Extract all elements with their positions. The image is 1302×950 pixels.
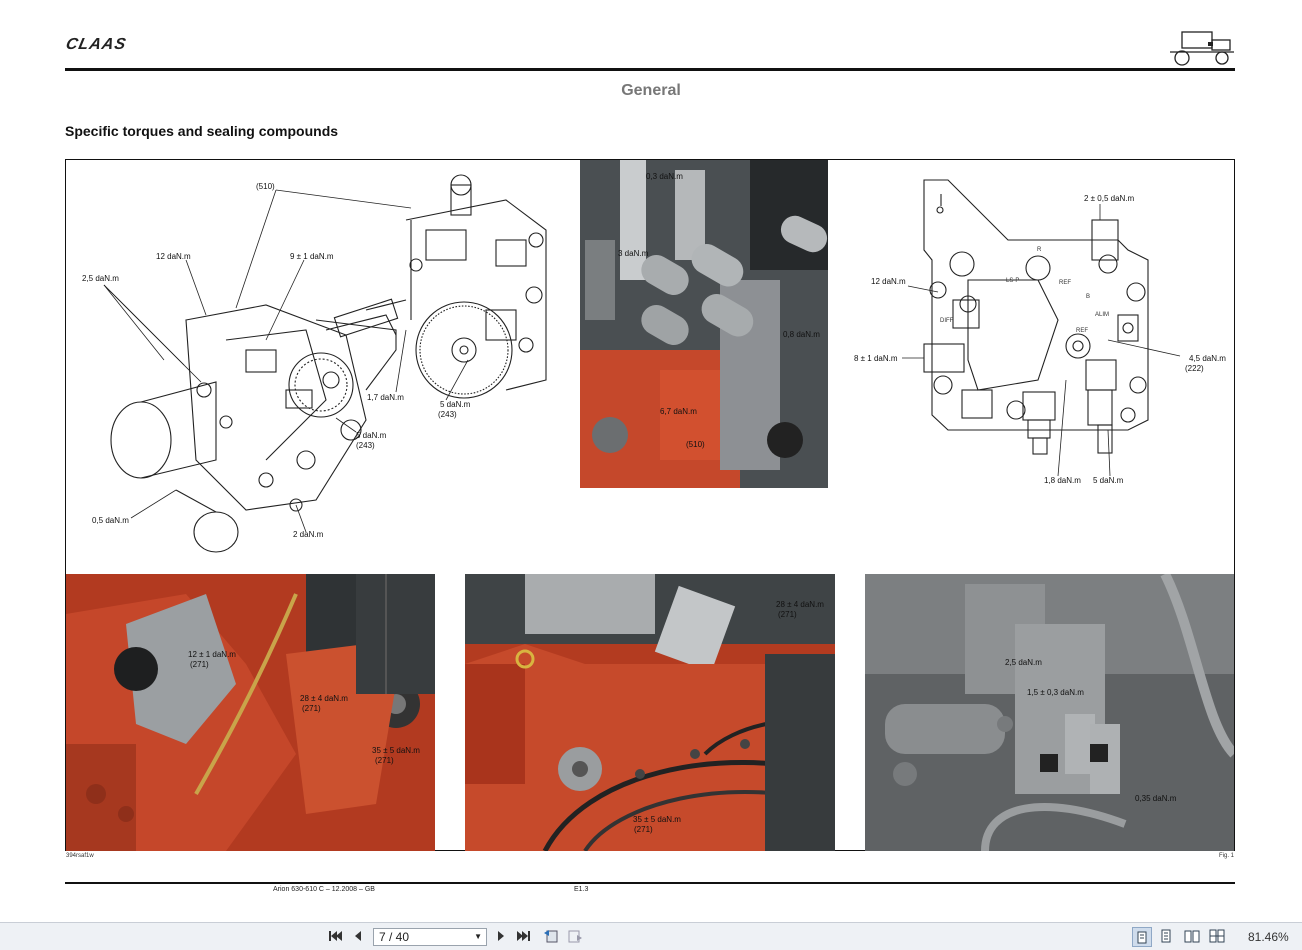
label-2-0-5-danm: 2 ± 0,5 daN.m xyxy=(1084,194,1135,203)
label-271-d: (271) xyxy=(778,610,797,619)
single-page-icon xyxy=(1137,931,1147,943)
last-page-icon xyxy=(517,931,530,941)
grey-valve-photo xyxy=(865,574,1234,851)
tractor-icon xyxy=(1170,31,1234,66)
label-0-35-danm: 0,35 daN.m xyxy=(1135,794,1177,803)
label-243-a: (243) xyxy=(438,410,457,419)
marking-ref-1: REF xyxy=(1059,280,1071,286)
facing-view-button[interactable] xyxy=(1183,927,1201,945)
marking-alim: ALIM xyxy=(1095,312,1110,318)
label-3-danm: 3 daN.m xyxy=(618,249,649,258)
continuous-facing-icon xyxy=(1209,929,1225,943)
label-9-danm: 9 ± 1 daN.m xyxy=(290,252,334,261)
pipes-photo-panel: 28 ± 4 daN.m (271) 35 ± 5 daN.m (271) xyxy=(465,574,835,851)
label-2-danm: 2 daN.m xyxy=(293,530,324,539)
section-title: General xyxy=(621,82,681,99)
label-271-a: (271) xyxy=(190,660,209,669)
go-forward-button[interactable] xyxy=(566,927,584,945)
pump-drawing-panel: (510) 12 daN.m 9 ± 1 daN.m 2,5 daN.m 1,7… xyxy=(66,160,580,573)
bracket-photo-panel: 12 ± 1 daN.m (271) 28 ± 4 daN.m (271) 35… xyxy=(66,574,435,851)
header-rule xyxy=(65,68,1235,71)
label-2-5-danm-b: 2,5 daN.m xyxy=(1005,658,1042,667)
go-back-button[interactable] xyxy=(542,927,560,945)
pump-drawing xyxy=(103,174,547,553)
next-page-button[interactable] xyxy=(492,927,510,945)
footer-code: E1.3 xyxy=(574,886,589,893)
label-12-danm-b: 12 daN.m xyxy=(871,277,906,286)
first-page-icon xyxy=(329,931,342,941)
facing-pages-icon xyxy=(1184,930,1200,942)
label-0-5-danm: 0,5 daN.m xyxy=(92,516,129,525)
page-indicator: 7 / 40 xyxy=(379,930,410,944)
marking-diff: DIFF xyxy=(940,318,954,324)
label-12-1-danm: 12 ± 1 daN.m xyxy=(188,650,236,659)
marking-ls-p: LS-P xyxy=(1006,278,1020,284)
label-5-danm-b: 5 daN.m xyxy=(356,431,387,440)
label-1-5-0-3-danm: 1,5 ± 0,3 daN.m xyxy=(1027,688,1084,697)
label-510: (510) xyxy=(256,182,275,191)
pipes-photo xyxy=(465,574,835,851)
footer-model: Arion 630-610 C – 12.2008 – GB xyxy=(273,886,375,893)
go-back-icon xyxy=(544,930,558,943)
continuous-view-button[interactable] xyxy=(1157,927,1175,945)
control-valve-drawing xyxy=(902,179,1181,477)
go-forward-icon xyxy=(568,930,582,943)
label-35-5-danm: 35 ± 5 daN.m xyxy=(372,746,420,755)
label-0-8-danm: 0,8 daN.m xyxy=(783,330,820,339)
control-valve-drawing-panel: 2 ± 0,5 daN.m 12 daN.m 8 ± 1 daN.m 4,5 d… xyxy=(828,160,1234,573)
label-35-5-danm-b: 35 ± 5 daN.m xyxy=(633,815,681,824)
label-28-4-danm-b: 28 ± 4 daN.m xyxy=(776,600,824,609)
grey-valve-photo-panel: 2,5 daN.m 1,5 ± 0,3 daN.m 0,35 daN.m xyxy=(865,574,1234,851)
previous-page-button[interactable] xyxy=(349,927,367,945)
label-243-b: (243) xyxy=(356,441,375,450)
label-4-5-danm: 4,5 daN.m xyxy=(1189,354,1226,363)
first-page-button[interactable] xyxy=(326,927,344,945)
label-2-5-danm: 2,5 daN.m xyxy=(82,274,119,283)
valve-block-photo-panel: 0,3 daN.m 3 daN.m 0,8 daN.m 6,7 daN.m (5… xyxy=(580,160,828,488)
label-510-b: (510) xyxy=(686,440,705,449)
bracket-photo xyxy=(66,574,435,851)
figure-reference: Fig. 1 xyxy=(1219,853,1235,859)
single-page-view-button[interactable] xyxy=(1132,927,1152,947)
claas-logo: CLAAS xyxy=(64,36,129,53)
label-28-4-danm: 28 ± 4 daN.m xyxy=(300,694,348,703)
previous-page-icon xyxy=(355,931,361,941)
label-271-c: (271) xyxy=(375,756,394,765)
chevron-down-icon: ▼ xyxy=(474,932,482,941)
last-page-button[interactable] xyxy=(515,927,533,945)
continuous-page-icon xyxy=(1161,929,1171,943)
marking-r: R xyxy=(1037,247,1042,253)
label-8-1-danm: 8 ± 1 daN.m xyxy=(854,354,898,363)
label-1-8-danm: 1,8 daN.m xyxy=(1044,476,1081,485)
label-271-b: (271) xyxy=(302,704,321,713)
continuous-facing-view-button[interactable] xyxy=(1208,927,1226,945)
label-6-7-danm: 6,7 daN.m xyxy=(660,407,697,416)
label-0-3-danm: 0,3 daN.m xyxy=(646,172,683,181)
label-5-danm-c: 5 daN.m xyxy=(1093,476,1124,485)
label-12-danm: 12 daN.m xyxy=(156,252,191,261)
document-page: CLAAS General Specific torques and seali… xyxy=(64,31,1235,893)
valve-block-photo xyxy=(580,160,828,488)
label-1-7-danm: 1,7 daN.m xyxy=(367,393,404,402)
figure-code: 394rsaf1w xyxy=(66,853,94,859)
zoom-level[interactable]: 81.46% xyxy=(1248,930,1289,944)
label-271-e: (271) xyxy=(634,825,653,834)
marking-ref-2: REF xyxy=(1076,328,1088,334)
page-number-selector[interactable]: 7 / 40 ▼ xyxy=(373,928,487,946)
page-subtitle: Specific torques and sealing compounds xyxy=(65,123,339,139)
label-5-danm-a: 5 daN.m xyxy=(440,400,471,409)
label-222: (222) xyxy=(1185,364,1204,373)
marking-b: B xyxy=(1086,294,1091,300)
footer-rule xyxy=(65,882,1235,884)
viewer-toolbar: 7 / 40 ▼ 81.46% xyxy=(0,922,1302,950)
next-page-icon xyxy=(498,931,504,941)
